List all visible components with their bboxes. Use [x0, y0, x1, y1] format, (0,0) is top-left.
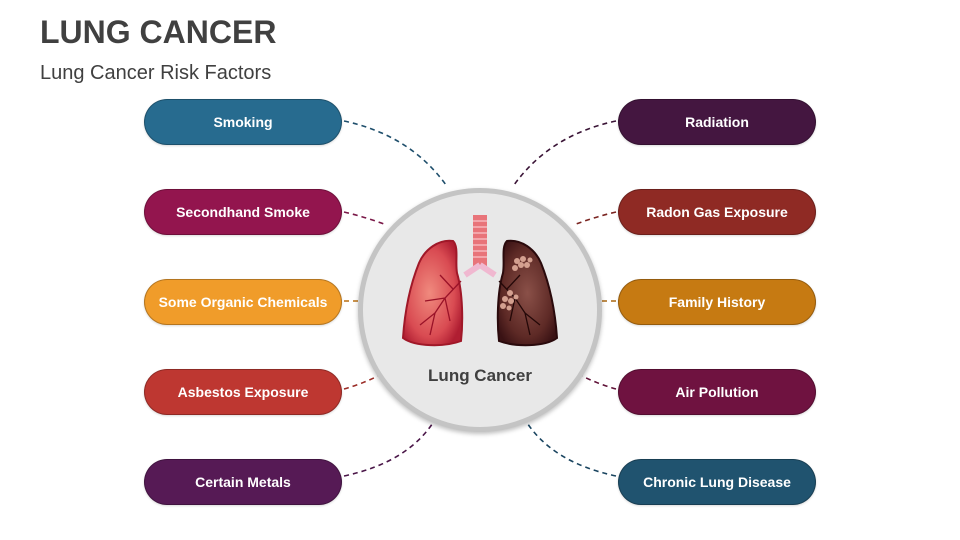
risk-factor-chronic-lung-disease: Chronic Lung Disease — [618, 459, 816, 505]
risk-factor-organic-chemicals: Some Organic Chemicals — [144, 279, 342, 325]
lungs-icon — [401, 215, 559, 347]
page-subtitle: Lung Cancer Risk Factors — [40, 62, 272, 84]
connector-asbestos — [343, 374, 381, 390]
risk-factor-smoking: Smoking — [144, 99, 342, 145]
risk-factor-certain-metals: Certain Metals — [144, 459, 342, 505]
risk-factor-radon-gas: Radon Gas Exposure — [618, 189, 816, 235]
risk-factor-asbestos-exposure: Asbestos Exposure — [144, 369, 342, 415]
connector-radon — [575, 211, 617, 225]
connector-chronic-lung-disease — [523, 417, 617, 477]
connector-secondhand-smoke — [343, 211, 385, 225]
center-label: Lung Cancer — [428, 366, 532, 385]
risk-factor-radiation: Radiation — [618, 99, 816, 145]
risk-factor-air-pollution: Air Pollution — [618, 369, 816, 415]
connector-radiation — [513, 120, 617, 186]
risk-factor-secondhand-smoke: Secondhand Smoke — [144, 189, 342, 235]
connector-smoking — [343, 120, 447, 186]
risk-factor-family-history: Family History — [618, 279, 816, 325]
page-title: LUNG CANCER — [40, 14, 277, 50]
connector-certain-metals — [343, 417, 437, 477]
connector-air-pollution — [579, 374, 617, 390]
